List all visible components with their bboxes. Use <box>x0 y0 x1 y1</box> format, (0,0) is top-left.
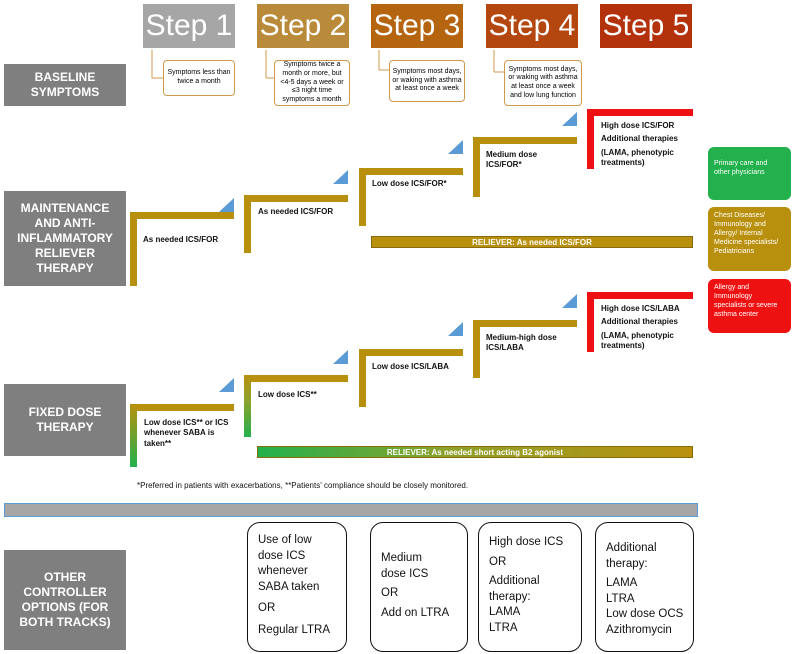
maintenance-step-1-top <box>130 212 234 219</box>
other-options-step-2: Use of low dose ICS whenever SABA taken … <box>247 522 347 652</box>
other-controller-options-label: OTHER CONTROLLER OPTIONS (FOR BOTH TRACK… <box>4 550 126 650</box>
maintenance-step-1-text: As needed ICS/FOR <box>143 235 219 244</box>
maintenance-step-5-riser <box>587 109 594 169</box>
fixed-step-5-top <box>587 292 693 299</box>
step-4-header: Step 4 <box>486 4 578 48</box>
other-options-step-5: Additional therapy: LAMA LTRA Low dose O… <box>595 522 694 652</box>
maintenance-step-3-top <box>359 168 463 175</box>
arrow-up-maintenance-2 <box>333 170 348 184</box>
maintenance-step-2-text: As needed ICS/FOR <box>258 207 334 216</box>
fixed-dose-therapy-label: FIXED DOSE THERAPY <box>4 384 126 456</box>
maintenance-step-5-top <box>587 109 693 116</box>
arrow-up-fixed-1 <box>219 378 234 392</box>
maintenance-step-3-riser <box>359 168 366 226</box>
fixed-staircase <box>130 292 693 467</box>
step-5-header: Step 5 <box>600 4 692 48</box>
legend-specialists: Chest Diseases/ Immunology and Allergy/ … <box>708 207 791 271</box>
symptom-box-step-3: Symptoms most days, or waking with asthm… <box>389 60 465 102</box>
fixed-step-1-text: Low dose ICS** or ICS whenever SABA is t… <box>144 418 229 448</box>
arrow-up-fixed-2 <box>333 350 348 364</box>
arrow-up-maintenance-4 <box>562 112 577 126</box>
maintenance-step-3-text: Low dose ICS/FOR* <box>372 179 447 188</box>
fixed-step-4-riser <box>473 320 480 378</box>
legend-severe-asthma-center: Allergy and Immunology specialists or se… <box>708 279 791 333</box>
baseline-symptoms-label: BASELINE SYMPTOMS <box>4 64 126 106</box>
fixed-step-2-top <box>244 375 348 382</box>
fixed-step-3-top <box>359 349 463 356</box>
maintenance-therapy-label: MAINTENANCE AND ANTI-INFLAMMATORY RELIEV… <box>4 191 126 286</box>
arrow-up-maintenance-3 <box>448 140 463 154</box>
arrow-up-fixed-4 <box>562 294 577 308</box>
maintenance-step-1-riser <box>130 212 137 286</box>
maintenance-step-4-text: Medium dose ICS/FOR* <box>486 150 538 170</box>
maintenance-step-2-riser <box>244 195 251 253</box>
fixed-step-4-top <box>473 320 577 327</box>
other-options-step-3: Medium dose ICS OR Add on LTRA <box>370 522 468 652</box>
fixed-step-2-text: Low dose ICS** <box>258 390 317 399</box>
step-2-header: Step 2 <box>257 4 349 48</box>
maintenance-step-4-top <box>473 137 577 144</box>
legend-primary-care: Primary care and other physicians <box>708 147 791 200</box>
step-1-header: Step 1 <box>143 4 235 48</box>
arrow-up-maintenance-1 <box>219 198 234 212</box>
other-options-step-4: High dose ICS OR Additional therapy: LAM… <box>478 522 582 652</box>
maintenance-step-5-text: High dose ICS/FOR Additional therapies (… <box>601 121 678 168</box>
symptom-box-step-1: Symptoms less than twice a month <box>163 60 235 96</box>
step-3-header: Step 3 <box>371 4 463 48</box>
fixed-step-2-riser <box>244 375 251 437</box>
maintenance-reliever-bar: RELIEVER: As needed ICS/FOR <box>371 236 693 248</box>
fixed-step-5-text: High dose ICS/LABA Additional therapies … <box>601 304 680 351</box>
fixed-step-1-riser <box>130 404 137 467</box>
section-divider <box>4 503 698 517</box>
fixed-reliever-bar: RELIEVER: As needed short acting B2 agon… <box>257 446 693 458</box>
symptom-box-step-4: Symptoms most days, or waking with asthm… <box>504 60 582 106</box>
maintenance-step-2-top <box>244 195 348 202</box>
symptom-box-step-2: Symptoms twice a month or more, but <4-5… <box>274 60 350 106</box>
fixed-step-4-text: Medium-high dose ICS/LABA <box>486 333 557 353</box>
fixed-step-5-riser <box>587 292 594 352</box>
fixed-step-3-text: Low dose ICS/LABA <box>372 362 449 371</box>
footnote: *Preferred in patients with exacerbation… <box>137 481 469 490</box>
fixed-step-3-riser <box>359 349 366 407</box>
maintenance-staircase <box>130 109 693 286</box>
fixed-step-1-top <box>130 404 234 411</box>
maintenance-step-4-riser <box>473 137 480 197</box>
arrow-up-fixed-3 <box>448 322 463 336</box>
